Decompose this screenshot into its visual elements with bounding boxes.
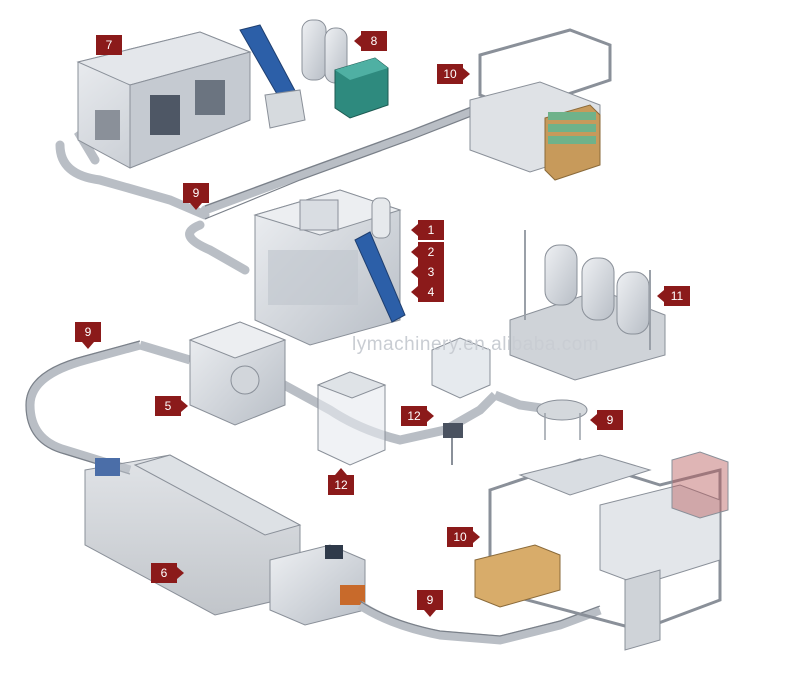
callout-3: 3 <box>411 262 444 282</box>
machine-6-case-packer <box>84 454 366 626</box>
callout-11: 11 <box>657 286 690 306</box>
machine-12-cabinet-right <box>431 337 491 399</box>
machine-7-blow-moulder <box>76 31 252 169</box>
callout-4: 4 <box>411 282 444 302</box>
callout-2: 2 <box>411 242 444 262</box>
callout-9-table: 9 <box>590 410 623 430</box>
callout-10-bottom: 10 <box>447 527 480 547</box>
callout-10-top: 10 <box>437 64 470 84</box>
machine-10-palletizer-bottom <box>474 451 729 651</box>
machine-1-4-filler <box>253 189 406 346</box>
callout-7: 7 <box>96 35 122 55</box>
machine-8-compressor <box>301 19 389 119</box>
callout-9-top: 9 <box>183 183 209 210</box>
watermark-text: lymachinery.en.alibaba.com <box>352 334 600 355</box>
preform-elevator <box>239 24 306 129</box>
machine-10-palletizer-top <box>469 28 612 181</box>
conveyor-top <box>55 87 525 275</box>
machine-12-cabinet-left <box>316 371 387 466</box>
accumulation-table <box>536 399 588 440</box>
callout-6: 6 <box>151 563 184 583</box>
conveyor-middle-rail <box>25 340 141 475</box>
callout-9-bottom: 9 <box>417 590 443 617</box>
callout-1: 1 <box>411 220 444 240</box>
machine-11-cip-system <box>509 230 666 381</box>
callout-12-left: 12 <box>328 468 354 495</box>
callout-12-right: 12 <box>401 406 434 426</box>
callout-5: 5 <box>155 396 188 416</box>
callout-9-loop: 9 <box>75 322 101 349</box>
conveyor-bottom-rail <box>359 600 601 637</box>
inkjet-coder <box>443 423 463 465</box>
machine-5-labeller <box>188 321 287 426</box>
conveyor-bottom <box>357 601 602 645</box>
callout-8: 8 <box>354 31 387 51</box>
conveyor-top-rail <box>204 87 521 220</box>
